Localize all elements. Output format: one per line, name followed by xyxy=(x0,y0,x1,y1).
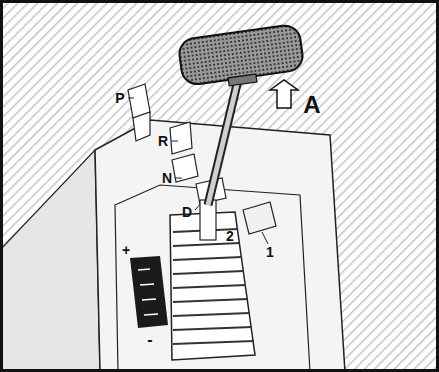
push-arrow xyxy=(270,80,298,108)
gear-position-label: 2 xyxy=(226,229,234,243)
gear-position-label: P xyxy=(115,91,124,105)
scale-ticks xyxy=(138,269,158,315)
gate-surround xyxy=(115,185,310,372)
gear-position-label: D xyxy=(182,205,192,219)
lever-foot xyxy=(200,200,216,240)
gear-position-label: + xyxy=(122,243,130,257)
scale-strip xyxy=(130,256,168,328)
gear-position-label: 1 xyxy=(266,245,274,259)
gear-position-label: - xyxy=(147,332,152,348)
slider-ribs xyxy=(173,229,254,344)
lever-shaft-outline xyxy=(208,80,238,205)
direction-letter: A xyxy=(303,93,320,117)
gear-position-label: R xyxy=(158,134,168,148)
console-side xyxy=(0,150,100,372)
lever-shaft xyxy=(208,80,238,205)
gear-position-label: N xyxy=(162,171,172,185)
